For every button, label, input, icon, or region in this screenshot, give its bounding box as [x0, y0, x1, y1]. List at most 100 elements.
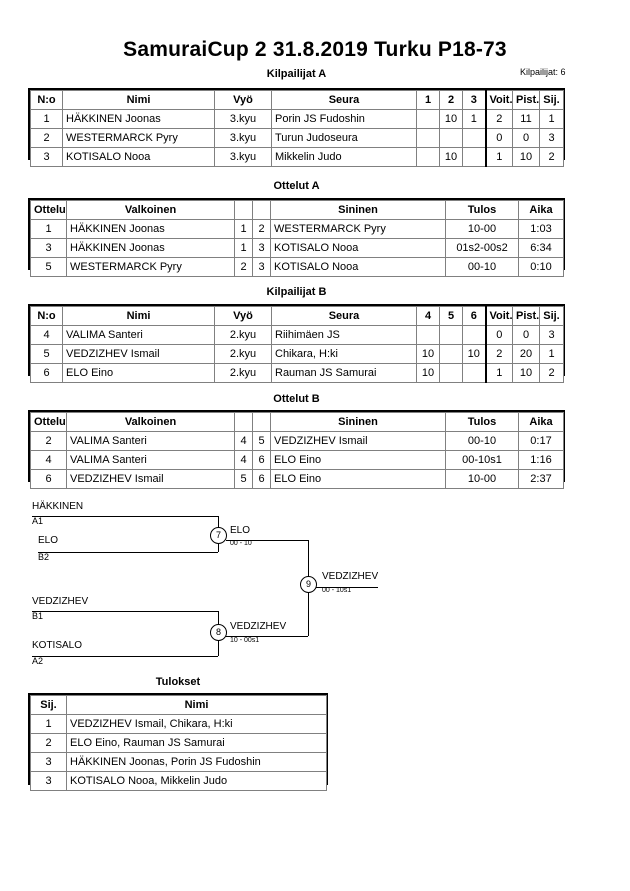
col-blue: Sininen [270, 412, 446, 432]
cell-blue: VEDZIZHEV Ismail [270, 431, 446, 451]
col-blue-no [252, 200, 271, 220]
cell-belt: 3.kyu [214, 128, 272, 148]
bracket-entry-name: VEDZIZHEV [32, 596, 89, 607]
cell-rank: 1 [539, 344, 564, 364]
bracket-entry-seed: A2 [32, 656, 44, 666]
bracket-line [226, 636, 308, 637]
cell-time: 2:37 [518, 469, 564, 489]
col-m2: 5 [439, 306, 463, 326]
col-rank: Sij. [539, 306, 564, 326]
cell-match: 6 [30, 469, 67, 489]
col-no: N:o [30, 306, 63, 326]
cell-m1 [416, 325, 440, 345]
col-belt: Vyö [214, 90, 272, 110]
cell-white-no: 1 [234, 219, 253, 239]
cell-m1 [416, 109, 440, 129]
results-table: Sij. Nimi 1 VEDZIZHEV Ismail, Chikara, H… [30, 695, 327, 791]
cell-blue: WESTERMARCK Pyry [270, 219, 446, 239]
matches-b-caption: Ottelut B [273, 393, 320, 405]
cell-match: 1 [30, 219, 67, 239]
bracket-node-score: 00 - 10s1 [322, 587, 352, 594]
cell-result: 00-10 [445, 257, 519, 277]
cell-wins: 1 [484, 363, 513, 383]
table-row: 5 WESTERMARCK Pyry 2 3 KOTISALO Nooa 00-… [30, 257, 564, 277]
col-white: Valkoinen [66, 200, 235, 220]
col-m1: 4 [416, 306, 440, 326]
cell-wins: 2 [484, 109, 513, 129]
cell-time: 6:34 [518, 238, 564, 258]
col-rank: Sij. [30, 695, 67, 715]
cell-blue-no: 5 [252, 431, 271, 451]
table-row: 4 VALIMA Santeri 2.kyu Riihimäen JS 0 0 … [30, 325, 564, 345]
cell-white-no: 4 [234, 431, 253, 451]
cell-time: 1:03 [518, 219, 564, 239]
col-match: Ottelu [30, 200, 67, 220]
bracket-line [38, 552, 218, 553]
cell-m1: 10 [416, 344, 440, 364]
table-row: 3 KOTISALO Nooa 3.kyu Mikkelin Judo 10 1… [30, 147, 564, 167]
cell-name: ELO Eino, Rauman JS Samurai [66, 733, 327, 753]
table-row: 5 VEDZIZHEV Ismail 2.kyu Chikara, H:ki 1… [30, 344, 564, 364]
cell-club: Chikara, H:ki [271, 344, 417, 364]
cell-white: VALIMA Santeri [66, 450, 235, 470]
bracket-entry-seed: A1 [32, 516, 44, 526]
cell-wins: 1 [484, 147, 513, 167]
cell-blue: KOTISALO Nooa [270, 238, 446, 258]
table-row: 2 WESTERMARCK Pyry 3.kyu Turun Judoseura… [30, 128, 564, 148]
cell-no: 1 [30, 109, 63, 129]
col-name: Nimi [62, 90, 215, 110]
cell-blue: ELO Eino [270, 450, 446, 470]
cell-time: 0:10 [518, 257, 564, 277]
col-name: Nimi [62, 306, 215, 326]
cell-time: 0:17 [518, 431, 564, 451]
cell-club: Turun Judoseura [271, 128, 417, 148]
col-club: Seura [271, 90, 417, 110]
competitor-count-label: Kilpailijat: 6 [520, 67, 566, 77]
col-belt: Vyö [214, 306, 272, 326]
cell-wins: 0 [484, 128, 513, 148]
cell-rank: 2 [30, 733, 67, 753]
col-white-no [234, 412, 253, 432]
cell-m3: 1 [462, 109, 486, 129]
cell-white-no: 4 [234, 450, 253, 470]
cell-rank: 1 [539, 109, 564, 129]
cell-name: ELO Eino [62, 363, 215, 383]
table-row: 1 HÄKKINEN Joonas 1 2 WESTERMARCK Pyry 1… [30, 219, 564, 239]
pool-b-caption: Kilpailijat B [266, 286, 327, 298]
matches-b-table: Ottelu Valkoinen Sininen Tulos Aika 2 VA… [30, 412, 564, 489]
cell-name: WESTERMARCK Pyry [62, 128, 215, 148]
cell-rank: 3 [539, 325, 564, 345]
cell-result: 00-10 [445, 431, 519, 451]
table-row: 3 HÄKKINEN Joonas 1 3 KOTISALO Nooa 01s2… [30, 238, 564, 258]
cell-blue: KOTISALO Nooa [270, 257, 446, 277]
bracket-line [226, 540, 308, 541]
cell-match: 4 [30, 450, 67, 470]
cell-m3: 10 [462, 344, 486, 364]
cell-belt: 3.kyu [214, 109, 272, 129]
cell-m1 [416, 147, 440, 167]
cell-white: HÄKKINEN Joonas [66, 238, 235, 258]
col-name: Nimi [66, 695, 327, 715]
table-row: 6 ELO Eino 2.kyu Rauman JS Samurai 10 1 … [30, 363, 564, 383]
cell-m2 [439, 344, 463, 364]
cell-blue-no: 6 [252, 469, 271, 489]
cell-m2 [439, 363, 463, 383]
table-row: 6 VEDZIZHEV Ismail 5 6 ELO Eino 10-00 2:… [30, 469, 564, 489]
bracket-node-winner: ELO [230, 525, 251, 536]
cell-rank: 2 [539, 147, 564, 167]
cell-name: KOTISALO Nooa [62, 147, 215, 167]
table-header-row: Ottelu Valkoinen Sininen Tulos Aika [30, 412, 564, 432]
bracket-entry-name: HÄKKINEN [32, 501, 84, 512]
cell-blue-no: 2 [252, 219, 271, 239]
cell-blue: ELO Eino [270, 469, 446, 489]
cell-points: 0 [512, 128, 540, 148]
col-blue: Sininen [270, 200, 446, 220]
bracket-node-7: 7 [210, 527, 227, 544]
table-header-row: Sij. Nimi [30, 695, 327, 715]
table-row: 2 ELO Eino, Rauman JS Samurai [30, 733, 327, 753]
col-rank: Sij. [539, 90, 564, 110]
col-points: Pist. [512, 306, 540, 326]
tournament-bracket: HÄKKINEN A1 ELO B2 7 ELO 00 - 10 VEDZIZH… [0, 495, 630, 675]
cell-club: Rauman JS Samurai [271, 363, 417, 383]
cell-white: VEDZIZHEV Ismail [66, 469, 235, 489]
